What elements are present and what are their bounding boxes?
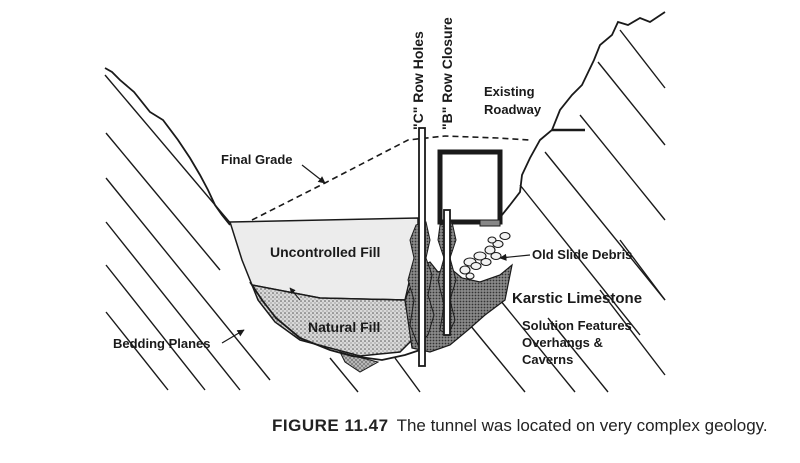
right-rock-profile — [495, 11, 666, 227]
left-rock-profile — [104, 67, 231, 226]
old-slide-debris-label: Old Slide Debris — [532, 247, 632, 262]
fill-bottom-outline — [249, 281, 421, 361]
tunnel-base — [479, 219, 501, 227]
final-grade-label: Final Grade — [221, 152, 293, 167]
c-row-hole-pipe — [418, 127, 426, 367]
final-grade-line — [251, 135, 531, 221]
bedding-planes-label: Bedding Planes — [113, 336, 211, 351]
caption-text: The tunnel was located on very complex g… — [396, 416, 768, 435]
solution-features-label: Solution Features Overhangs & Caverns — [522, 318, 635, 367]
b-row-closure-label: "B" Row Closure — [439, 17, 455, 130]
solution-features-line-1: Solution Features — [522, 318, 632, 333]
natural-fill-leader — [289, 287, 301, 301]
existing-roadway-line-2: Roadway — [484, 102, 542, 117]
natural-fill-label: Natural Fill — [308, 319, 380, 335]
final-grade-leader — [301, 164, 326, 184]
bedding-planes-leader — [221, 329, 245, 344]
b-row-closure-pipe — [443, 209, 451, 336]
cavern-fill-area — [404, 261, 513, 353]
figure-number: FIGURE 11.47 — [272, 416, 389, 435]
existing-roadway-line-1: Existing — [484, 84, 535, 99]
karstic-limestone-label: Karstic Limestone — [512, 290, 642, 307]
solution-features-line-3: Caverns — [522, 352, 573, 367]
solution-features-line-2: Overhangs & — [522, 335, 603, 350]
uncontrolled-fill-label: Uncontrolled Fill — [270, 244, 380, 260]
old-slide-debris-leader — [499, 253, 531, 261]
existing-roadway-label: Existing Roadway — [484, 84, 542, 117]
figure-caption: FIGURE 11.47 The tunnel was located on ve… — [272, 414, 772, 438]
natural-fill-area — [250, 284, 413, 357]
old-slide-debris — [459, 231, 511, 280]
c-row-holes-label: "C" Row Holes — [410, 31, 426, 130]
bedding-plane-lines — [104, 29, 666, 393]
